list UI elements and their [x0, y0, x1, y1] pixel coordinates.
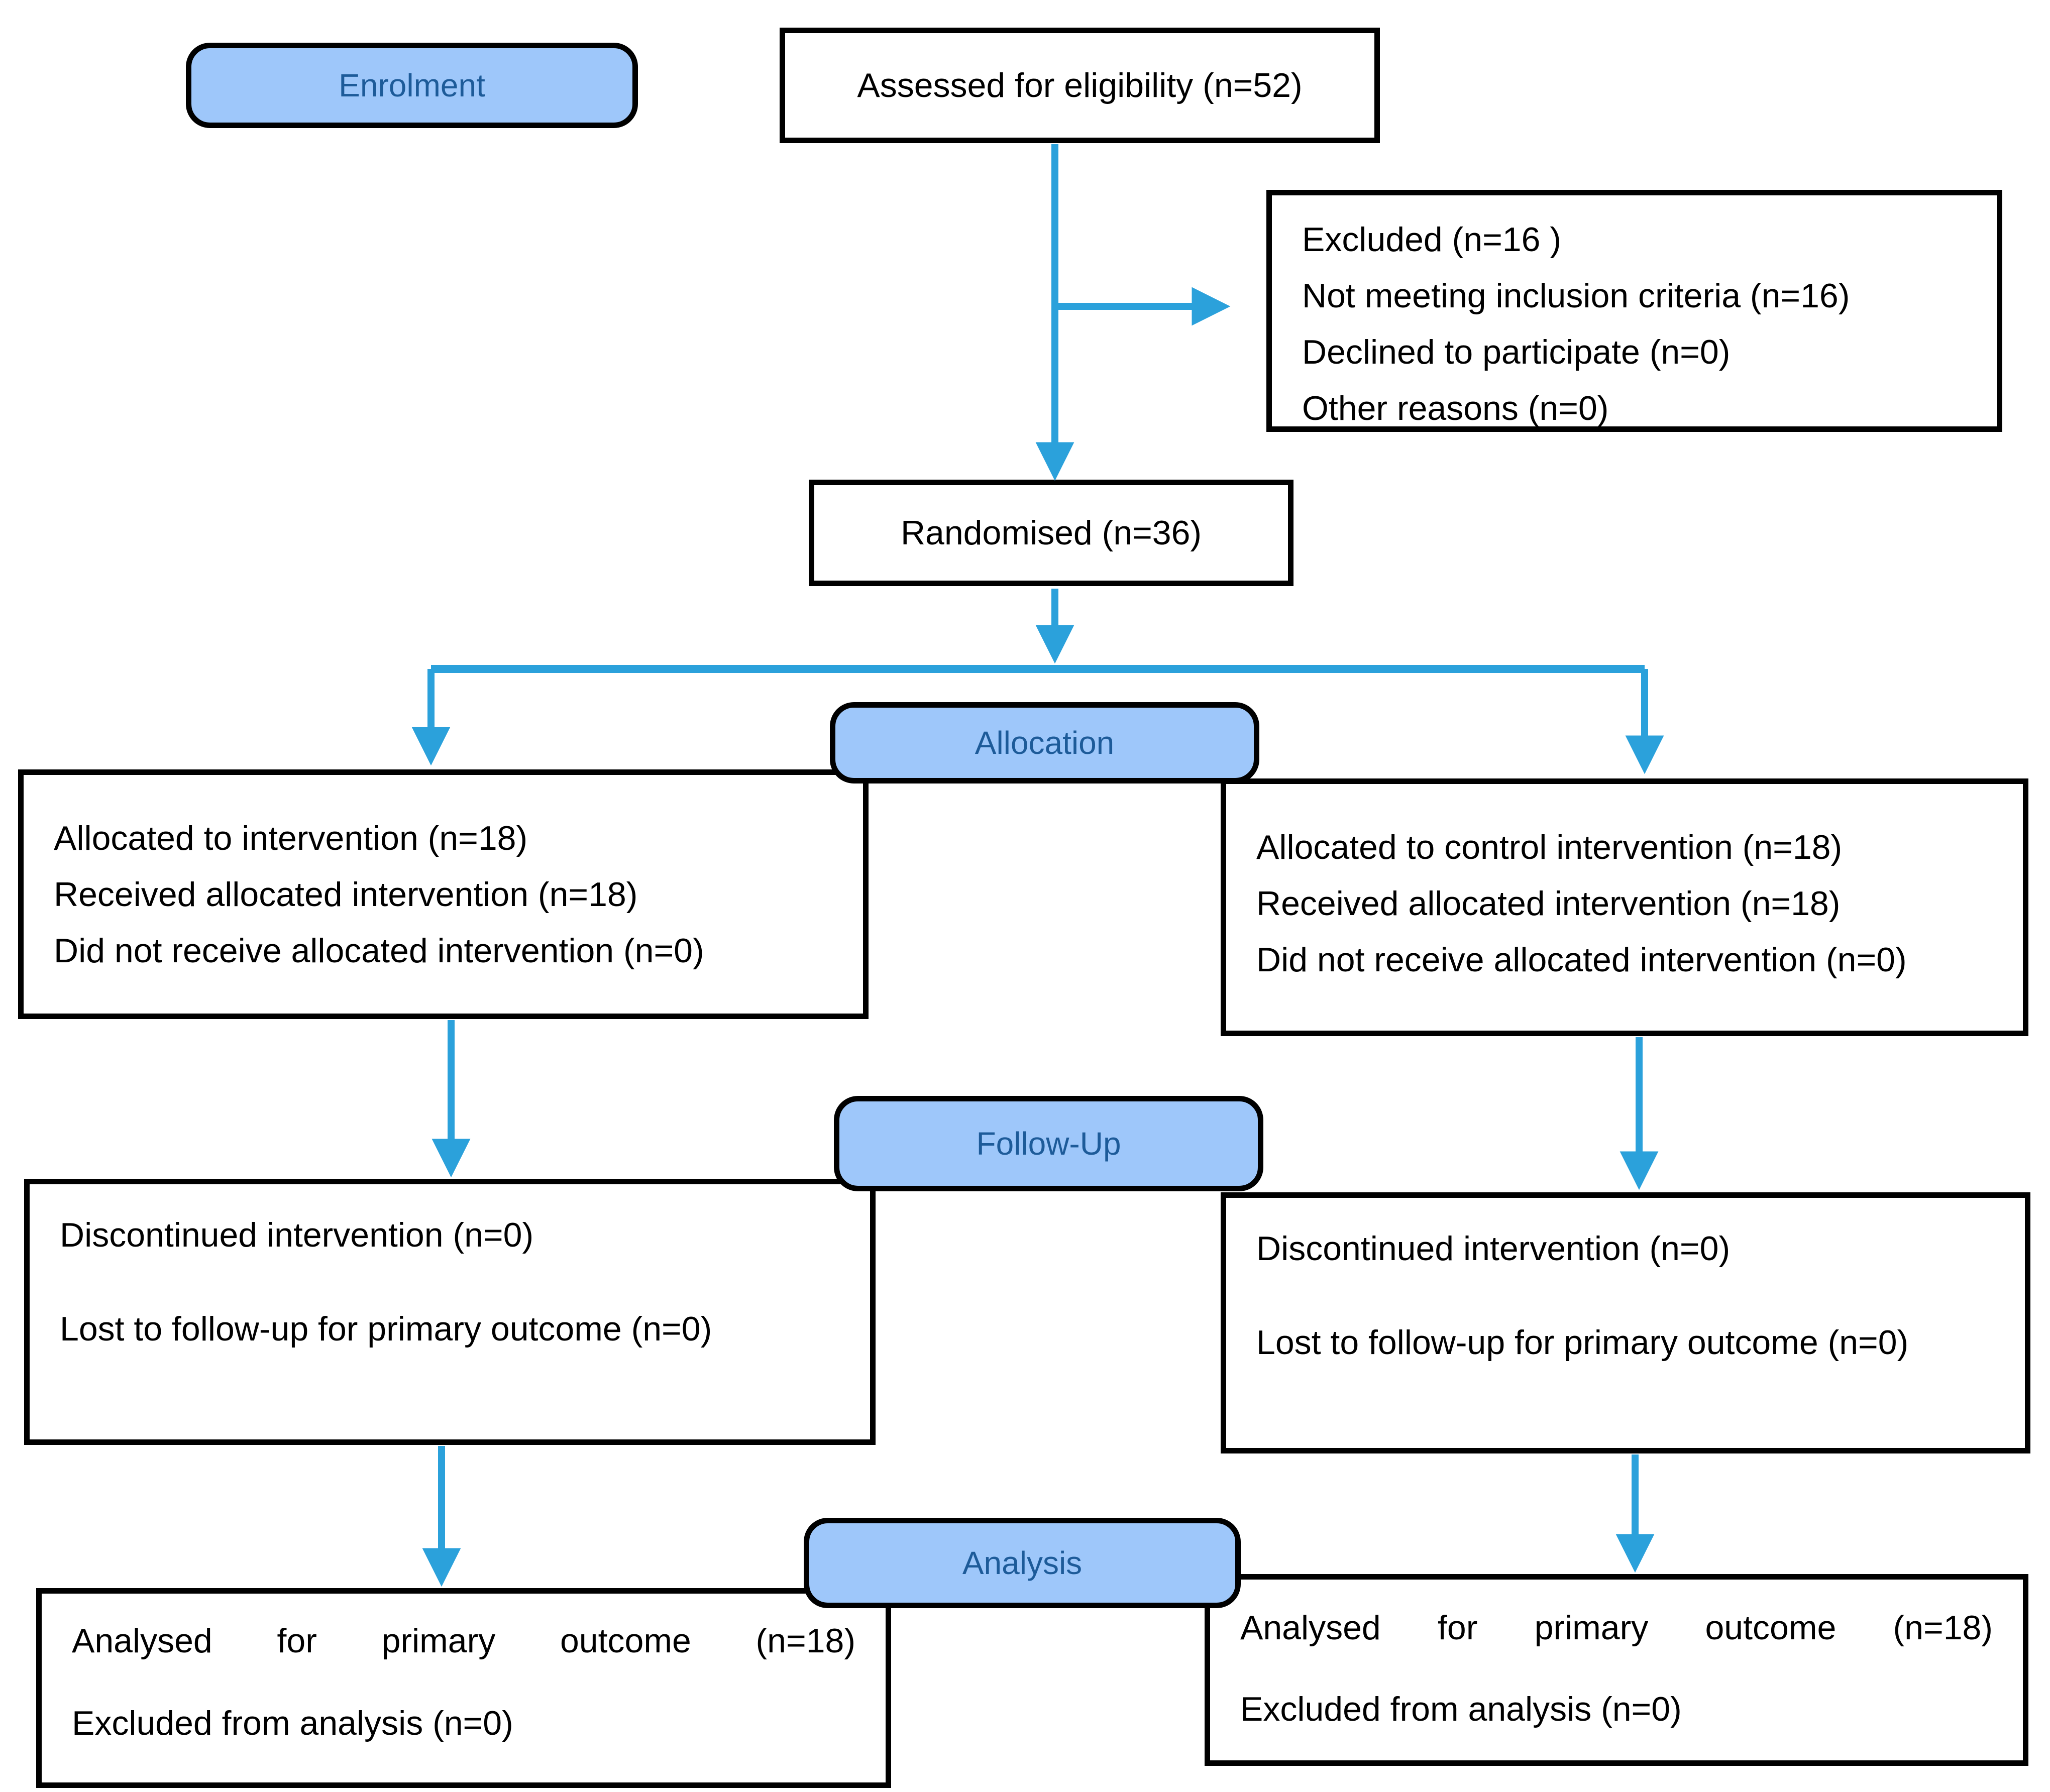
- analysis-control-line-2: Excluded from analysis (n=0): [1240, 1690, 1682, 1728]
- randomised-text: Randomised (n=36): [900, 514, 1202, 552]
- allocation-stage-text: Allocation: [975, 725, 1115, 761]
- followup-control-line-2: Lost to follow-up for primary outcome (n…: [1256, 1323, 1909, 1362]
- analysis-control-line-1: Analysed for primary outcome (n=18): [1240, 1609, 1993, 1647]
- followup-stage-text: Follow-Up: [976, 1126, 1121, 1162]
- enrolment-stage-label: Enrolment: [186, 43, 638, 128]
- analysis-intervention-line-1: Analysed for primary outcome (n=18): [72, 1622, 855, 1660]
- analysis-stage-text: Analysis: [962, 1545, 1083, 1581]
- analysis-intervention-line-2: Excluded from analysis (n=0): [72, 1704, 513, 1742]
- allocation-control-line-1: Allocated to control intervention (n=18): [1256, 828, 1843, 866]
- allocation-intervention-line-2: Received allocated intervention (n=18): [54, 875, 638, 914]
- followup-control-box: Discontinued intervention (n=0) Lost to …: [1221, 1192, 2030, 1453]
- allocation-control-box: Allocated to control intervention (n=18)…: [1221, 778, 2028, 1036]
- excluded-box: Excluded (n=16 ) Not meeting inclusion c…: [1266, 190, 2002, 432]
- excluded-line-1: Excluded (n=16 ): [1302, 220, 1561, 259]
- allocation-intervention-line-1: Allocated to intervention (n=18): [54, 819, 528, 857]
- followup-intervention-line-2: Lost to follow-up for primary outcome (n…: [60, 1310, 712, 1348]
- followup-control-line-1: Discontinued intervention (n=0): [1256, 1229, 1731, 1268]
- allocation-stage-label: Allocation: [830, 702, 1259, 783]
- excluded-line-2: Not meeting inclusion criteria (n=16): [1302, 277, 1850, 315]
- allocation-control-line-2: Received allocated intervention (n=18): [1256, 884, 1841, 923]
- followup-stage-label: Follow-Up: [834, 1096, 1263, 1191]
- analysis-control-box: Analysed for primary outcome (n=18) Excl…: [1205, 1574, 2028, 1766]
- assessed-eligibility-text: Assessed for eligibility (n=52): [857, 66, 1303, 104]
- allocation-control-line-3: Did not receive allocated intervention (…: [1256, 941, 1907, 979]
- followup-intervention-box: Discontinued intervention (n=0) Lost to …: [24, 1179, 876, 1445]
- analysis-intervention-box: Analysed for primary outcome (n=18) Excl…: [36, 1588, 891, 1788]
- excluded-line-4: Other reasons (n=0): [1302, 389, 1609, 427]
- analysis-stage-label: Analysis: [804, 1518, 1241, 1608]
- enrolment-stage-text: Enrolment: [339, 67, 485, 103]
- excluded-line-3: Declined to participate (n=0): [1302, 333, 1731, 371]
- assessed-eligibility-box: Assessed for eligibility (n=52): [780, 28, 1380, 143]
- allocation-intervention-box: Allocated to intervention (n=18) Receive…: [18, 769, 869, 1019]
- randomised-box: Randomised (n=36): [809, 480, 1293, 586]
- followup-intervention-line-1: Discontinued intervention (n=0): [60, 1216, 534, 1254]
- allocation-intervention-line-3: Did not receive allocated intervention (…: [54, 932, 704, 970]
